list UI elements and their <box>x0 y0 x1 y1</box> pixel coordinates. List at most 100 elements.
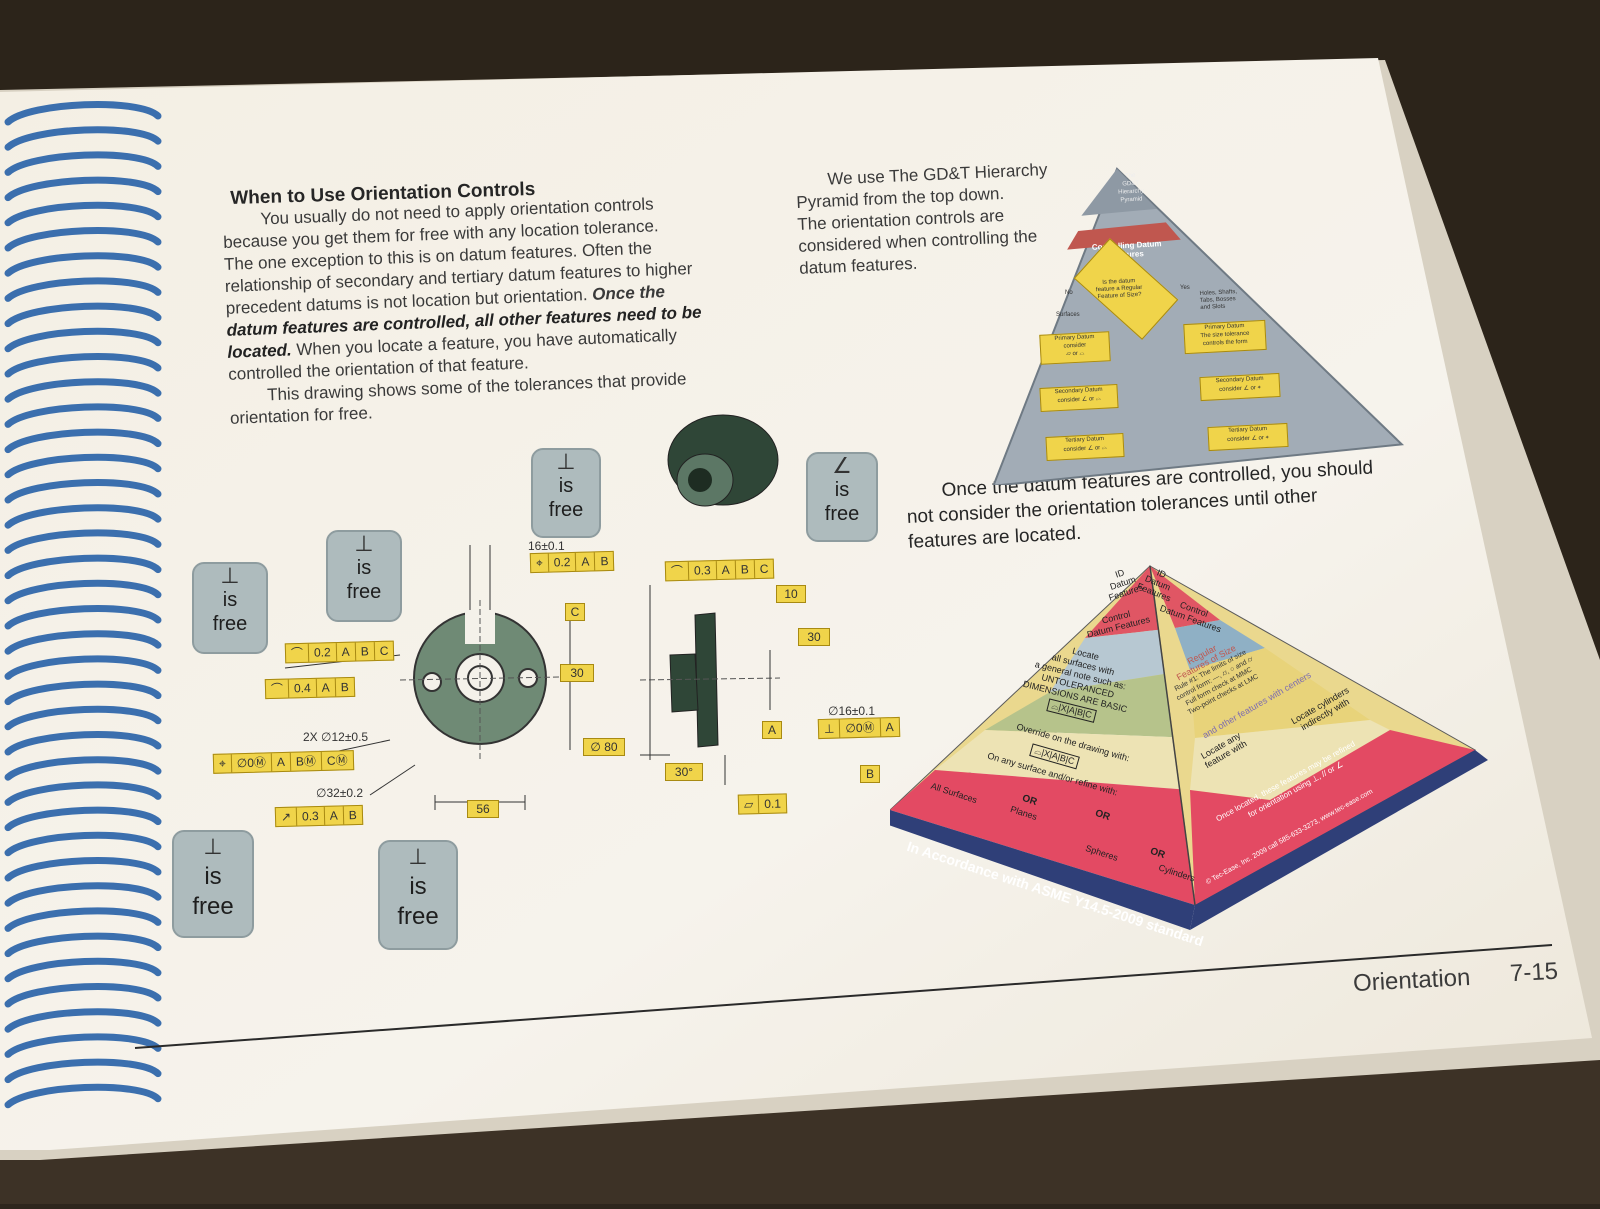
fcf-cell: ⌒ <box>285 643 310 663</box>
emphasis-text: located. <box>227 340 293 362</box>
bubble-text: free <box>397 903 439 930</box>
fcf-cell: ∅0Ⓜ <box>840 718 881 738</box>
pyramid-top-label: The GD&T Hierarchy Pyramid <box>1117 171 1144 204</box>
no-label: No <box>1065 290 1073 296</box>
coil-ring <box>4 554 162 580</box>
bubble-text: is <box>409 873 427 900</box>
is-free-bubble: ⊥ is free <box>326 530 402 622</box>
perpendicularity-icon: ⊥ <box>556 449 576 474</box>
datum-a-flag: A <box>762 721 782 739</box>
fcf-cell: 0.3 <box>688 561 717 580</box>
datum-c-flag: C <box>565 603 585 621</box>
part-front-view <box>399 600 561 760</box>
coil-ring <box>4 302 162 328</box>
fcf-cell: 0.1 <box>764 796 782 811</box>
perpendicularity-icon: ⊥ <box>408 844 428 869</box>
perpendicularity-icon: ⊥ <box>203 834 223 859</box>
fcf-runout: ↗ 0.3 A B <box>274 804 364 828</box>
fcf-cell: 0.2 <box>308 643 337 662</box>
part-iso-view <box>667 414 779 507</box>
fcf-cell: ⌒ <box>265 679 290 699</box>
bubble-text: is <box>356 557 372 579</box>
bore-right-dimension: ∅16±0.1 <box>828 704 876 718</box>
coil-ring <box>4 756 162 781</box>
fcf-cell: 0.2 <box>548 552 577 572</box>
fcf-cell: A <box>716 560 736 580</box>
coil-ring <box>4 327 162 353</box>
yes-label: Yes <box>1180 285 1190 291</box>
fcf-cell: ⌒ <box>665 561 690 581</box>
fcf-cell: C <box>379 643 389 658</box>
holes-dimension: 2X ∅12±0.5 <box>303 730 369 744</box>
coil-ring <box>4 1083 162 1109</box>
bubble-text: free <box>192 893 234 920</box>
fcf-cell: B <box>735 560 755 579</box>
coil-ring <box>4 1058 162 1084</box>
coil-ring <box>4 403 162 428</box>
fcf-cell: A <box>576 552 596 571</box>
perpendicularity-icon: ⊥ <box>354 531 374 556</box>
is-free-bubble: ∠ is free <box>806 452 878 542</box>
fcf-cell: B <box>355 642 375 661</box>
fcf-position-holes: ⌖ ∅0Ⓜ A BⓂ CⓂ <box>212 750 354 774</box>
tertiary-datum-box: Tertiary Datum consider ∠ or ⌓ <box>1045 432 1125 462</box>
is-free-bubble: ⊥ is free <box>172 830 254 938</box>
coil-ring <box>4 932 162 958</box>
angle-dimension: 30° <box>665 763 703 781</box>
coil-ring <box>4 428 162 454</box>
coil-ring <box>4 353 162 378</box>
coil-ring <box>4 806 162 832</box>
is-free-bubble: ⊥ is free <box>531 448 601 538</box>
coil-ring <box>4 126 162 151</box>
coil-ring <box>4 453 162 479</box>
bubble-text: is <box>834 479 850 501</box>
fcf-cell: ⌖ <box>213 754 233 773</box>
fcf-right-profile: ⌒ 0.3 A B C <box>664 558 775 582</box>
coil-ring <box>4 605 162 630</box>
part-side-view <box>639 612 781 748</box>
fcf-cell: B <box>348 808 357 823</box>
fcf-cell: 0.3 <box>296 806 325 826</box>
fcf-bore: ⊥ ∅0Ⓜ A <box>817 716 900 740</box>
angularity-icon: ∠ <box>832 453 852 478</box>
fcf-cell: ⌖ <box>530 553 550 573</box>
fcf-profile-ab: ⌒ 0.4 A B <box>264 676 355 700</box>
bubble-text: is <box>222 589 238 611</box>
secondary-datum-box: Secondary Datum consider ∠ or ⌓ <box>1039 383 1119 413</box>
fcf-cell: ▱ <box>738 795 760 814</box>
bubble-text: free <box>548 499 584 521</box>
coil-ring <box>4 630 162 655</box>
coil-ring <box>4 857 162 882</box>
dimension-80: ∅ 80 <box>583 738 625 756</box>
fcf-profile-abc: ⌒ 0.2 A B C <box>284 640 395 664</box>
coil-ring <box>4 101 162 126</box>
slot-dimension: 16±0.1 <box>528 539 565 553</box>
coil-ring <box>4 277 162 302</box>
fcf-cell: C <box>759 561 769 576</box>
pyramid-top-line: Pyramid <box>1120 196 1143 204</box>
hierarchy-pyramid <box>991 167 1405 485</box>
surfaces-label: Surfaces <box>1056 312 1080 318</box>
coil-ring <box>4 655 162 680</box>
fcf-flatness: ▱ 0.1 <box>737 793 788 815</box>
coil-ring <box>4 151 162 176</box>
primary-datum-fos-box: Primary Datum The size tolerance control… <box>1183 319 1267 355</box>
fcf-cell: A <box>271 752 292 772</box>
yes-types-label: Holes, Shafts, Tabs, Bosses and Slots <box>1199 289 1237 312</box>
emphasis-text: Once the <box>591 282 666 304</box>
fcf-cell: 0.4 <box>288 678 317 698</box>
fcf-cell: B <box>340 679 349 695</box>
coil-ring <box>4 705 162 731</box>
dimension-30b: 30 <box>798 628 830 646</box>
bubble-text: is <box>204 863 222 890</box>
dimension-56: 56 <box>467 800 499 818</box>
bore-dimension: ∅32±0.2 <box>316 786 364 800</box>
fcf-cell: A <box>885 720 894 735</box>
perpendicularity-icon: ⊥ <box>220 563 240 588</box>
coil-ring <box>4 378 162 403</box>
spiral-binding <box>4 101 162 1109</box>
is-free-bubble: ⊥ is free <box>378 840 458 950</box>
coil-ring <box>4 504 162 529</box>
coil-ring <box>4 252 162 277</box>
